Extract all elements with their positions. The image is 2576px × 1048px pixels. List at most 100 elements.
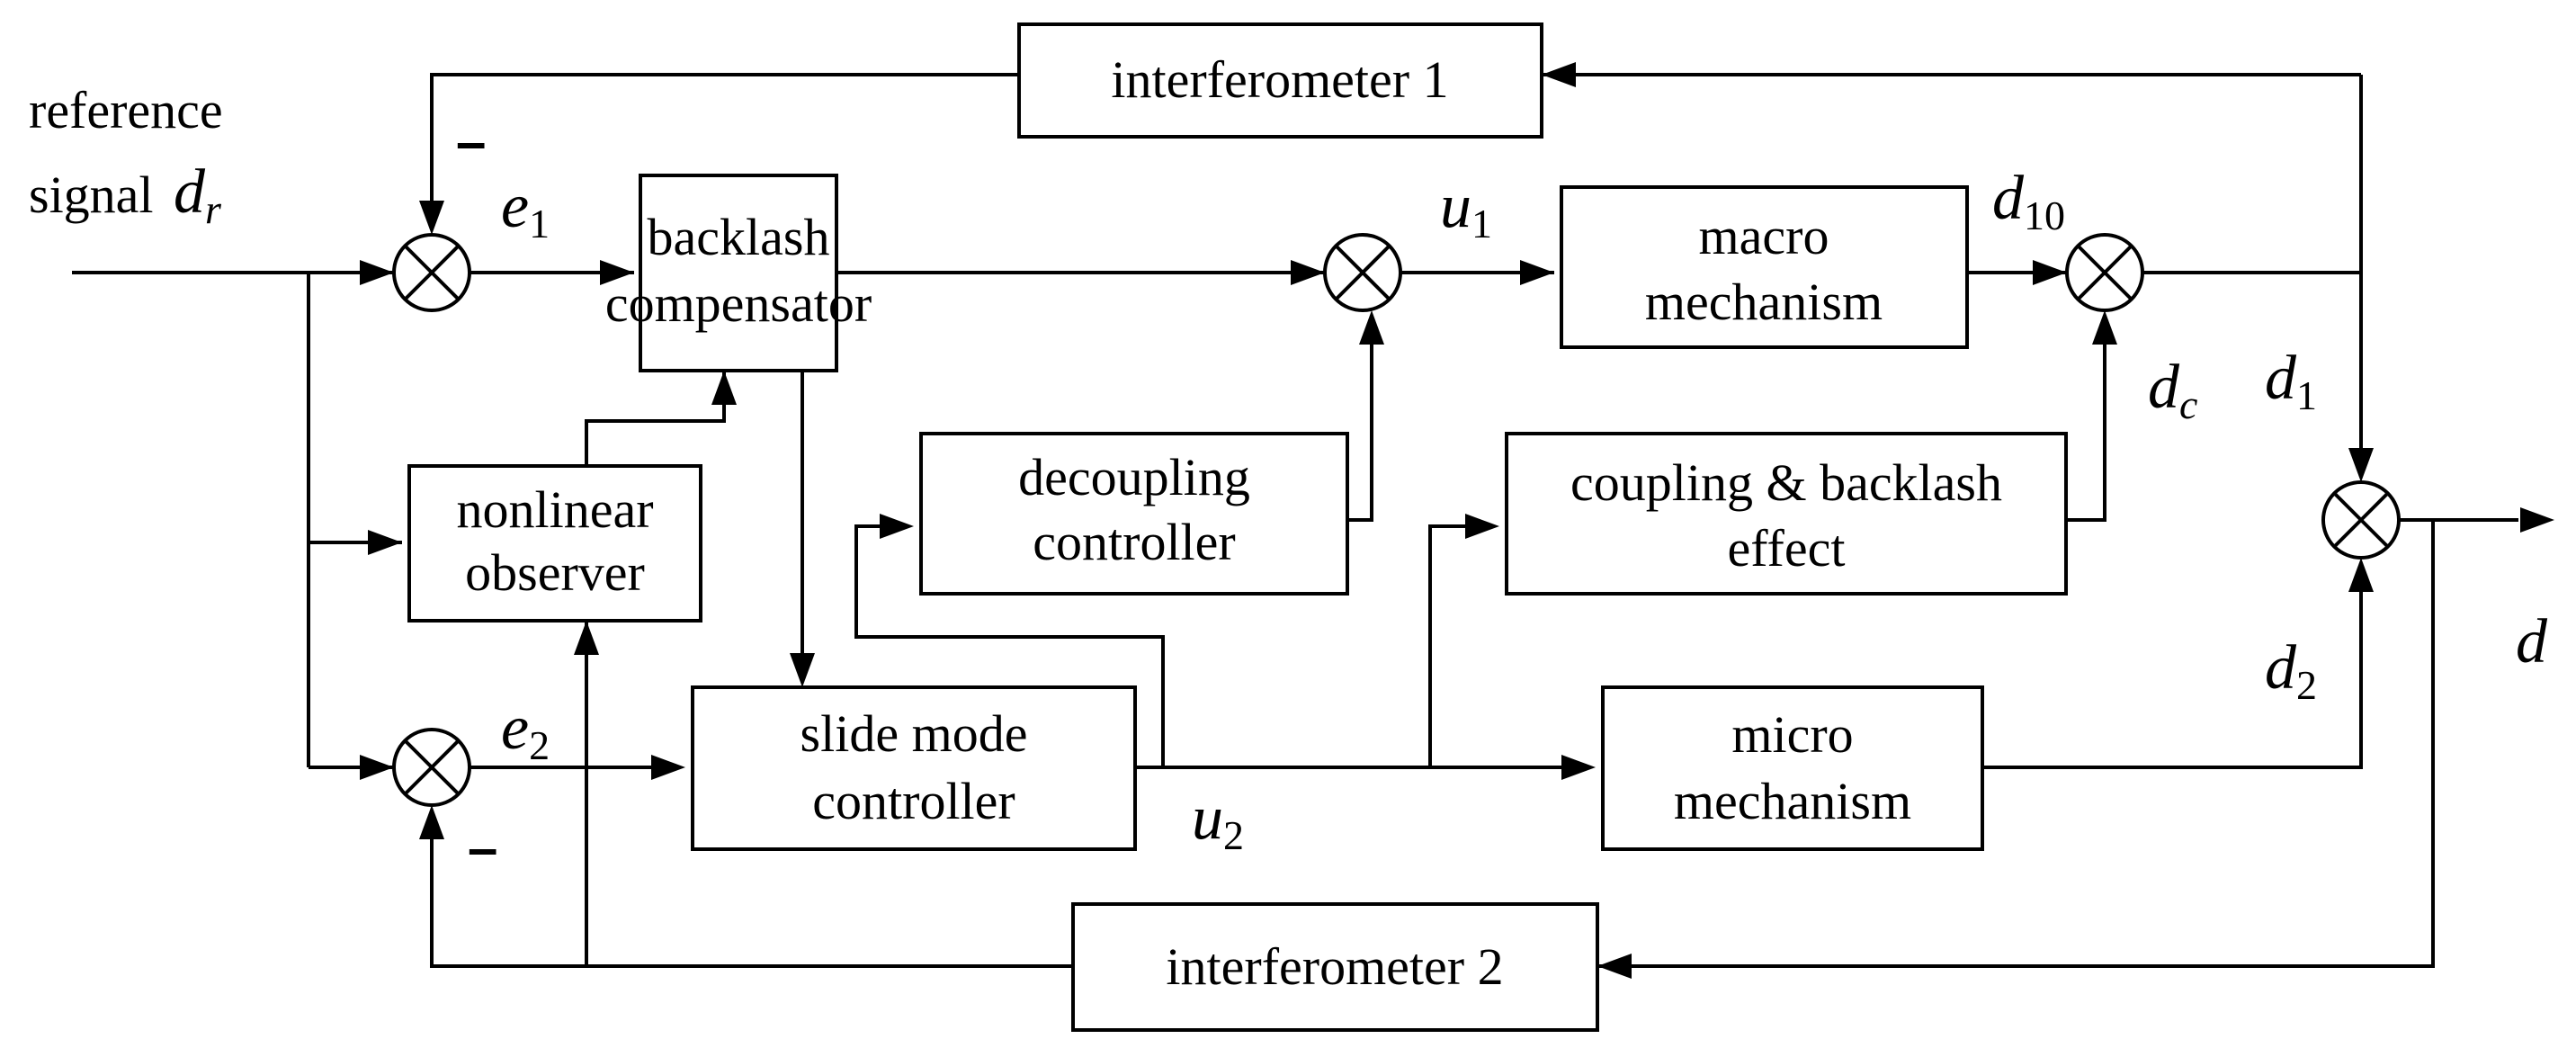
- label-dc-sub: c: [2179, 381, 2197, 427]
- block-backlash-compensator: backlash compensator: [605, 174, 872, 372]
- arrow-into-sum-u1-bottom: [1359, 310, 1384, 345]
- arrow-into-slide-mode-top: [790, 653, 815, 687]
- arrow-into-compensator-bottom: [711, 371, 737, 405]
- wire-output-to-interferometer-2: [1597, 520, 2435, 968]
- block-interferometer-1: interferometer 1: [1017, 22, 1543, 139]
- label-u1-base: u: [1440, 172, 1471, 241]
- sign-minus-e1: –: [456, 112, 486, 172]
- block-interferometer-2: interferometer 2: [1071, 902, 1599, 1032]
- summing-junction-u1: [1323, 233, 1402, 312]
- label-backlash: backlash: [648, 208, 830, 266]
- label-d1-sub: 1: [2296, 372, 2317, 418]
- arrow-into-slide-mode-left: [651, 755, 685, 780]
- box-backlash-compensator: [639, 174, 838, 372]
- label-d10-base: d: [1992, 164, 2025, 233]
- sign-minus-e2: –: [468, 818, 497, 878]
- label-output-d: d: [2516, 607, 2548, 676]
- arrow-into-final-sum-top: [2348, 448, 2374, 482]
- label-nonlinear: nonlinear: [456, 480, 653, 539]
- sum-cross-e2-b: [403, 739, 461, 796]
- arrow-into-interferometer-2: [1597, 954, 1632, 979]
- label-macro-mechanism: mechanism: [1645, 273, 1883, 331]
- arrow-into-sum-d10-bottom: [2092, 310, 2117, 345]
- label-d1: d1: [2265, 344, 2317, 418]
- sum-cross-e1-b: [403, 244, 461, 301]
- label-e2-base: e: [501, 694, 529, 763]
- label-compensator: compensator: [605, 274, 872, 333]
- summing-junction-e1: [392, 233, 471, 312]
- summing-junction-output: [2321, 480, 2401, 560]
- block-micro-mechanism: micro mechanism: [1601, 685, 1984, 851]
- label-micro: micro: [1731, 705, 1853, 764]
- arrow-into-observer-bottom: [574, 621, 599, 655]
- label-d10-sub: 10: [2024, 193, 2065, 238]
- label-slide-mode-controller: controller: [812, 772, 1015, 830]
- wire-coupling-to-sum-d10: [2066, 335, 2106, 522]
- block-decoupling-controller: decoupling controller: [919, 432, 1349, 596]
- arrow-into-sum-e2-bottom: [419, 805, 444, 839]
- wire-u2-to-decoupling: [854, 524, 1165, 767]
- block-nonlinear-observer: nonlinear observer: [407, 464, 702, 623]
- box-slide-mode-controller: [691, 685, 1137, 851]
- wire-interferometer-1-to-sum-e1: [430, 73, 1019, 209]
- box-interferometer-2: [1071, 902, 1599, 1032]
- label-d2: d2: [2265, 633, 2317, 708]
- block-slide-mode-controller: slide mode controller: [691, 685, 1137, 851]
- label-e2: e2: [501, 694, 550, 768]
- label-u1: u1: [1440, 172, 1492, 246]
- summing-junction-d10: [2065, 233, 2144, 312]
- label-signal-word: signal: [29, 166, 154, 224]
- label-d10: d10: [1992, 164, 2065, 238]
- wire-interferometer-2-to-sum-e2: [430, 831, 1073, 968]
- label-d1-base: d: [2265, 344, 2297, 413]
- arrow-into-compensator: [600, 260, 634, 285]
- label-coupling-backlash: coupling & backlash: [1570, 453, 2002, 512]
- label-micro-mechanism: mechanism: [1674, 772, 1911, 830]
- summing-junction-e2: [392, 728, 471, 807]
- box-coupling-backlash-effect: [1505, 432, 2068, 596]
- wire-u2-to-coupling: [1428, 524, 1488, 767]
- box-macro-mechanism: [1560, 185, 1969, 349]
- box-decoupling-controller: [919, 432, 1349, 596]
- arrow-into-decoupling: [880, 514, 914, 539]
- wires: [72, 73, 2518, 968]
- box-nonlinear-observer: [407, 464, 702, 623]
- label-e1-sub: 1: [529, 201, 550, 246]
- label-decoupling-controller: controller: [1033, 513, 1235, 571]
- arrow-into-sum-e1-left: [360, 260, 394, 285]
- arrow-into-coupling: [1465, 514, 1499, 539]
- block-macro-mechanism: macro mechanism: [1560, 185, 1969, 349]
- box-interferometer-1: [1017, 22, 1543, 139]
- label-e1: e1: [501, 172, 550, 246]
- arrow-into-sum-u1-left: [1291, 260, 1325, 285]
- arrow-into-final-sum-bottom: [2348, 558, 2374, 592]
- label-u2-sub: 2: [1223, 812, 1244, 858]
- label-dr-base: d: [174, 157, 206, 227]
- sum-cross-u1-b: [1334, 244, 1391, 301]
- wire-micro-to-final-sum: [1982, 588, 2363, 769]
- arrow-into-interferometer-1: [1542, 62, 1576, 87]
- label-dr-sub: r: [205, 186, 222, 232]
- wire-decoupling-to-sum-u1: [1347, 335, 1373, 522]
- label-interferometer-2: interferometer 2: [1166, 937, 1503, 996]
- label-reference: reference: [29, 81, 223, 139]
- label-e2-sub: 2: [529, 722, 550, 768]
- label-macro: macro: [1699, 207, 1829, 265]
- label-u2-base: u: [1192, 784, 1223, 853]
- label-dr: dr: [174, 157, 222, 232]
- arrow-into-macro: [1520, 260, 1554, 285]
- sum-cross-d10-b: [2076, 244, 2133, 301]
- arrow-into-observer: [368, 530, 402, 555]
- label-effect: effect: [1728, 519, 1846, 578]
- label-slide-mode: slide mode: [801, 704, 1028, 763]
- block-coupling-backlash-effect: coupling & backlash effect: [1505, 432, 2068, 596]
- label-d2-sub: 2: [2296, 662, 2317, 708]
- label-decoupling: decoupling: [1018, 448, 1250, 506]
- label-e1-base: e: [501, 172, 529, 241]
- label-observer: observer: [465, 543, 645, 602]
- label-d2-base: d: [2265, 633, 2297, 703]
- box-micro-mechanism: [1601, 685, 1984, 851]
- arrow-into-micro: [1561, 755, 1596, 780]
- label-u2: u2: [1192, 784, 1244, 858]
